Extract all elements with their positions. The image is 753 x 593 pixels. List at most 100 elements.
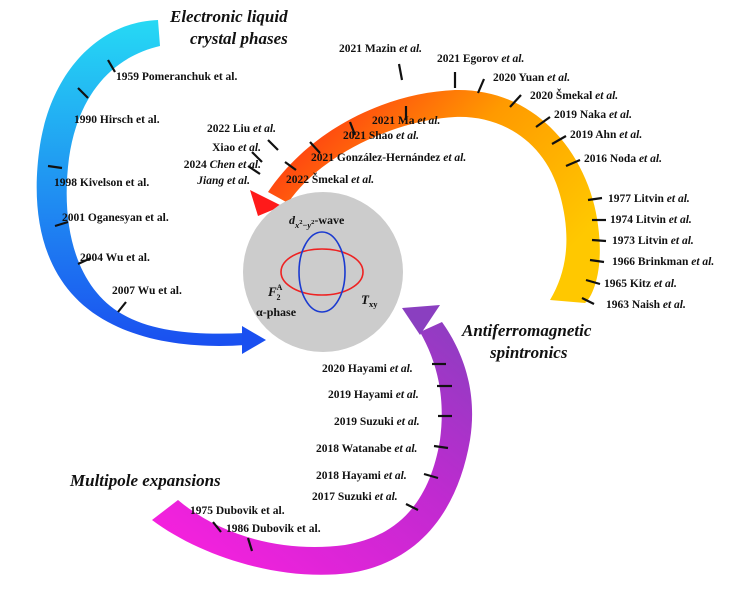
label-1966-brinkman-part: et al. [691, 256, 714, 268]
label-2017-suzuki-part: et al. [375, 491, 398, 503]
label-1990-hirsch-part: 1990 Hirsch et al. [74, 114, 160, 126]
label-1965-kitz: 1965 Kitz et al. [604, 278, 677, 290]
tick [77, 87, 89, 99]
tick [212, 521, 222, 533]
label-2020-smekal: 2020 Šmekal et al. [530, 88, 618, 102]
tick [551, 135, 567, 145]
f2a-symbol: F [267, 284, 277, 299]
label-2022-smekal: 2022 Šmekal et al. [286, 172, 374, 186]
label-2021-shao: 2021 Shao et al. [343, 130, 419, 142]
label-2021-ma: 2021 Ma et al. [372, 115, 440, 127]
tick [107, 59, 116, 73]
label-1966-brinkman: 1966 Brinkman et al. [612, 256, 714, 268]
label-2022-smekal-part: et al. [351, 174, 374, 186]
label-2019-ahn: 2019 Ahn et al. [570, 129, 642, 141]
label-2017-suzuki: 2017 Suzuki et al. [312, 491, 398, 503]
label-1963-naish: 1963 Naish et al. [606, 299, 686, 311]
label-2019-hayami-part: 2019 Hayami [328, 389, 396, 401]
label-2020-hayami-part: et al. [390, 363, 413, 375]
label-2020-smekal-part: 2020 Šmekal [530, 88, 595, 102]
center-disc [243, 192, 403, 352]
label-2004-wu-part: 2004 Wu et al. [80, 252, 150, 264]
label-1965-kitz-part: 1965 Kitz [604, 278, 654, 290]
label-1977-litvin: 1977 Litvin et al. [608, 193, 690, 205]
tick [565, 158, 581, 168]
d-wave-subscript-y: y [306, 220, 311, 230]
label-2018-hayami: 2018 Hayami et al. [316, 470, 407, 482]
txy-subscript: xy [369, 299, 378, 309]
d-wave-subscript-power: 2 [299, 219, 302, 226]
label-1959-pomeranchuk: 1959 Pomeranchuk et al. [116, 71, 238, 83]
afm-title-line2: spintronics [489, 343, 568, 362]
label-2021-shao-part: 2021 Shao [343, 130, 396, 142]
label-2019-naka-part: 2019 Naka [554, 109, 609, 121]
label-2024-chen: 2024 Chen et al. [184, 159, 261, 171]
label-1998-kivelson-part: 1998 Kivelson et al. [54, 177, 149, 189]
label-2021-gonzalez-hernandez-part: et al. [443, 152, 466, 164]
label-2021-egorov-part: et al. [501, 53, 524, 65]
label-2016-noda: 2016 Noda et al. [584, 153, 662, 165]
label-2019-ahn-part: 2019 Ahn [570, 129, 619, 141]
label-2022-liu: 2022 Liu et al. [207, 123, 276, 135]
tick [247, 165, 261, 175]
label-1965-kitz-part: et al. [654, 278, 677, 290]
label-2021-gonzalez-hernandez: 2021 González-Hernández et al. [311, 152, 466, 164]
afm-band [268, 89, 600, 303]
txy-label: Txy [361, 292, 378, 309]
label-1975-dubovik: 1975 Dubovik et al. [190, 505, 285, 517]
label-2021-mazin-part: 2021 Mazin [339, 43, 399, 55]
label-2016-noda-part: et al. [639, 153, 662, 165]
label-2020-yuan-part: 2020 Yuan [493, 72, 547, 84]
label-1977-litvin-part: et al. [667, 193, 690, 205]
label-2019-hayami-part: et al. [396, 389, 419, 401]
tick [246, 537, 254, 552]
label-2021-egorov: 2021 Egorov et al. [437, 53, 524, 65]
label-2007-wu: 2007 Wu et al. [112, 285, 182, 297]
f2a-superscript: A [277, 283, 283, 292]
label-2021-mazin: 2021 Mazin et al. [339, 43, 422, 55]
multipole-arrowhead [402, 305, 440, 335]
d-wave-suffix: -wave [314, 213, 345, 227]
label-jiang: Jiang et al. [196, 175, 250, 187]
label-2007-wu-part: 2007 Wu et al. [112, 285, 182, 297]
label-2022-smekal-part: 2022 Šmekal [286, 172, 351, 186]
label-2019-hayami: 2019 Hayami et al. [328, 389, 419, 401]
txy-symbol: T [361, 292, 370, 307]
citation-labels: 1959 Pomeranchuk et al. 1990 Hirsch et al… [54, 43, 714, 535]
label-xiao-part: et al. [238, 142, 261, 154]
tick [476, 78, 486, 94]
label-2021-egorov-part: 2021 Egorov [437, 53, 501, 65]
multipole-title: Multipole expansions [69, 471, 221, 490]
electronic-title-line2: crystal phases [190, 29, 288, 48]
label-1990-hirsch: 1990 Hirsch et al. [74, 114, 160, 126]
horizontal-ellipse [280, 248, 364, 296]
electronic-branch [36, 20, 266, 354]
label-xiao-part: Xiao [212, 142, 238, 154]
electronic-title-line1: Electronic liquid [169, 7, 288, 26]
label-xiao: Xiao et al. [212, 142, 261, 154]
tick [267, 139, 279, 151]
label-2001-oganesyan: 2001 Oganesyan et al. [62, 212, 169, 224]
tick [284, 161, 297, 171]
tick [47, 164, 63, 170]
tick [77, 257, 92, 265]
tick [433, 444, 449, 450]
label-2024-chen-part: 2024 [184, 159, 210, 171]
tick [348, 121, 357, 136]
label-2020-yuan-part: et al. [547, 72, 570, 84]
label-2021-mazin-part: et al. [399, 43, 422, 55]
d-wave-subscript-power: 2 [311, 219, 314, 226]
label-1963-naish-part: 1963 Naish [606, 299, 663, 311]
tick [585, 278, 601, 286]
afm-branch [247, 63, 607, 305]
label-1977-litvin-part: 1977 Litvin [608, 193, 667, 205]
tick [54, 220, 69, 228]
label-1975-dubovik-part: 1975 Dubovik et al. [190, 505, 285, 517]
label-2019-naka-part: et al. [609, 109, 632, 121]
d-wave-subscript-minus: − [303, 220, 308, 230]
vertical-ellipse [298, 231, 346, 313]
label-2021-ma-part: et al. [417, 115, 440, 127]
